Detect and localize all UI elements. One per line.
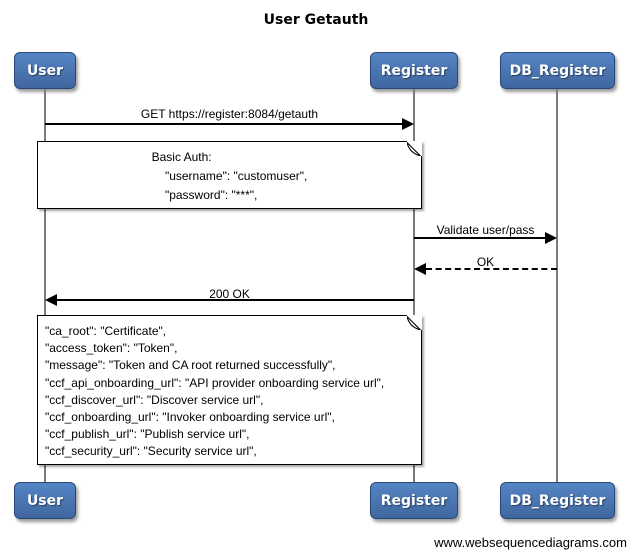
actor-user-bottom: User (14, 482, 76, 519)
note-auth-response-text: "ca_root": "Certificate", "access_token"… (45, 324, 385, 459)
message-line-ok (426, 268, 557, 270)
message-line-200-ok (57, 299, 414, 301)
note-basic-auth-text: Basic Auth: "username": "customuser", "p… (151, 150, 308, 202)
message-label-ok: OK (476, 255, 495, 269)
folded-corner-icon (407, 315, 422, 330)
actor-register-top: Register (370, 52, 458, 89)
lifeline-user (44, 89, 46, 482)
message-label-validate: Validate user/pass (436, 223, 535, 237)
arrowhead-left-icon (45, 294, 57, 306)
arrowhead-right-icon (545, 232, 557, 244)
watermark: www.websequencediagrams.com (434, 535, 627, 550)
lifeline-db-register (556, 89, 558, 482)
message-line-get-getauth (45, 123, 402, 125)
actor-db-register-bottom: DB_Register (500, 482, 615, 519)
arrowhead-right-icon (402, 118, 414, 130)
diagram-title: User Getauth (263, 12, 369, 28)
folded-corner-icon (407, 141, 422, 156)
lifeline-register (413, 89, 415, 482)
note-basic-auth: Basic Auth: "username": "customuser", "p… (37, 141, 422, 209)
message-line-validate (414, 237, 545, 239)
note-auth-response: "ca_root": "Certificate", "access_token"… (37, 315, 422, 465)
message-label-200-ok: 200 OK (209, 287, 250, 301)
actor-register-bottom: Register (370, 482, 458, 519)
actor-user-top: User (14, 52, 76, 89)
actor-db-register-top: DB_Register (500, 52, 615, 89)
message-label-get-getauth: GET https://register:8084/getauth (140, 107, 319, 121)
arrowhead-left-icon (414, 263, 426, 275)
